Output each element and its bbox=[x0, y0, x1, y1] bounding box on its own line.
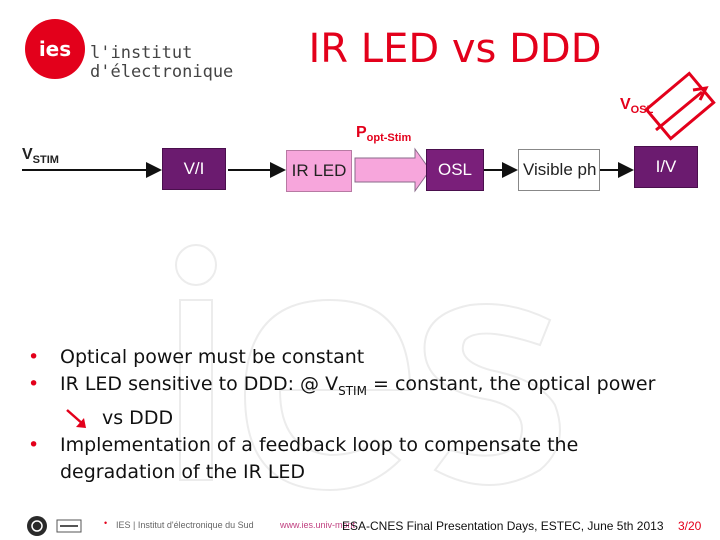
bullet-item: • Implementation of a feedback loop to c… bbox=[28, 433, 579, 456]
bullet-list: • Optical power must be constant • IR LE… bbox=[28, 344, 708, 486]
bullet-continuation: degradation of the IR LED bbox=[28, 459, 708, 486]
osl-block: OSL bbox=[426, 149, 484, 191]
logo-line1: l'institut bbox=[90, 43, 193, 63]
ir-led-label: IR LED bbox=[291, 161, 347, 180]
footer-url[interactable]: www.ies.univ-mont bbox=[280, 520, 356, 530]
osl-label: OSL bbox=[437, 160, 473, 179]
footer: • IES | Institut d'électronique du Sud w… bbox=[0, 513, 720, 540]
bullet-text: IR LED sensitive to DDD: @ V bbox=[60, 373, 339, 395]
bullet-continuation: vs DDD bbox=[28, 405, 708, 432]
logo-wordmark: l'institut d'électronique bbox=[90, 44, 233, 82]
iv-converter-block: I/V bbox=[634, 146, 698, 188]
iv-converter-label: I/V bbox=[655, 157, 677, 176]
v-osl-label: VOSL bbox=[620, 96, 654, 116]
logo-mark-text: ies bbox=[39, 37, 71, 61]
visible-photons-block: Visible ph bbox=[518, 149, 600, 191]
ies-logo: ies bbox=[25, 19, 85, 79]
bullet-text: Implementation of a feedback loop to com… bbox=[60, 433, 579, 456]
footer-event: ESA-CNES Final Presentation Days, ESTEC,… bbox=[342, 519, 664, 533]
page-number: 3/20 bbox=[678, 519, 702, 533]
bullet-item: • IR LED sensitive to DDD: @ VSTIM = con… bbox=[28, 373, 656, 398]
footer-org-text: IES | Institut d'électronique du Sud bbox=[116, 520, 254, 530]
vi-converter-label: V/I bbox=[183, 159, 205, 178]
p-opt-stim-label: Popt-Stim bbox=[356, 124, 412, 144]
um2-logo-icon bbox=[56, 519, 82, 533]
bullet-text: vs DDD bbox=[102, 406, 174, 429]
footer-bullet: • bbox=[104, 518, 108, 528]
page-title: IR LED vs DDD bbox=[308, 26, 602, 72]
ir-led-block: IR LED bbox=[286, 150, 352, 192]
bullet-text: Optical power must be constant bbox=[60, 346, 365, 368]
cnrs-logo-icon bbox=[27, 516, 47, 536]
vi-converter-block: V/I bbox=[162, 148, 226, 190]
ies-watermark bbox=[175, 244, 561, 492]
bullet-text: degradation of the IR LED bbox=[60, 460, 306, 483]
v-stim-label: VSTIM bbox=[22, 146, 59, 166]
bullet-item: • Optical power must be constant bbox=[28, 346, 365, 368]
decrease-arrow-icon bbox=[66, 408, 86, 428]
visible-photons-label: Visible ph bbox=[523, 160, 597, 179]
logo-line2: d'électronique bbox=[90, 62, 234, 82]
diagram-connectors bbox=[22, 71, 716, 193]
